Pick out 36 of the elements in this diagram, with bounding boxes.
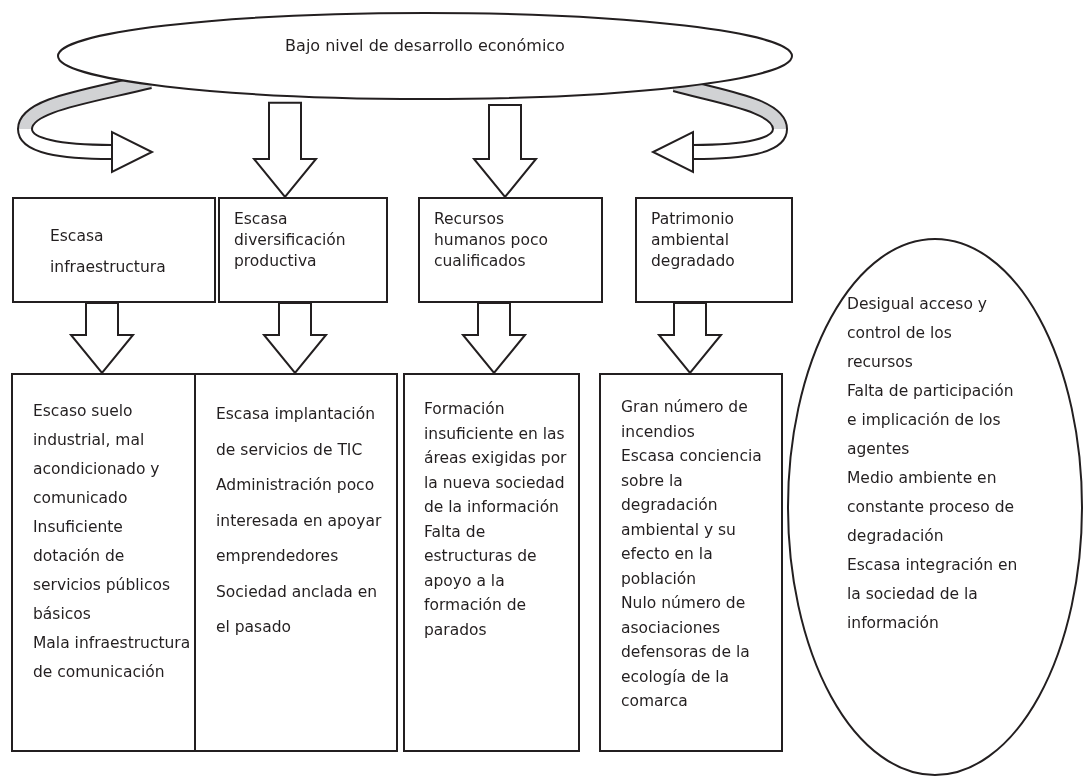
node-text: Medio ambiente en constante proceso de degradación bbox=[847, 468, 1016, 547]
node-text: Escasa diversificación productiva bbox=[234, 209, 347, 272]
cause-box bbox=[12, 197, 216, 303]
node-text: Recursos humanos poco cualificados bbox=[434, 209, 549, 272]
node-text: Nulo número de asociaciones defensoras de la ecología de la comarca bbox=[621, 593, 751, 712]
node-text: Administración poco interesada en apoyar emprendedores bbox=[216, 475, 383, 567]
node-text: Escasa implantación de servicios de TIC bbox=[216, 404, 376, 461]
effect-box bbox=[599, 373, 783, 752]
node-text: Escaso suelo industrial, mal acondicionado y comunicado bbox=[33, 401, 161, 509]
oval-node bbox=[57, 12, 793, 100]
node-text: Falta de participación e implicación de los agentes bbox=[847, 381, 1015, 460]
block-arrow bbox=[68, 302, 136, 375]
node-text: Escasa infraestructura bbox=[50, 226, 167, 278]
node-text: Formación insuficiente en las áreas exigidas por la nueva sociedad de la información bbox=[424, 399, 568, 518]
effect-box bbox=[403, 373, 580, 752]
node-text: Gran número de incendios bbox=[621, 397, 749, 443]
block-arrow bbox=[251, 101, 319, 199]
node-text: Insuficiente dotación de servicios públicos básicos bbox=[33, 517, 171, 625]
heading-text: Bajo nivel de desarrollo económico bbox=[284, 36, 566, 56]
effect-box bbox=[11, 373, 196, 752]
cause-box bbox=[418, 197, 603, 303]
cause-box bbox=[635, 197, 793, 303]
block-arrow bbox=[656, 302, 724, 375]
block-arrow bbox=[261, 302, 329, 375]
node-text: Mala infraestructura de comunicación bbox=[33, 633, 192, 683]
block-arrow bbox=[460, 302, 528, 375]
node-text: Escasa integración en la sociedad de la información bbox=[847, 555, 1019, 634]
block-arrow bbox=[471, 103, 539, 199]
node-text: Desigual acceso y control de los recursos bbox=[847, 294, 988, 373]
node-text: Escasa conciencia sobre la degradación ambiental y su efecto en la población bbox=[621, 446, 763, 590]
effect-box bbox=[194, 373, 398, 752]
oval-node bbox=[787, 238, 1083, 776]
cause-box bbox=[218, 197, 388, 303]
node-text: Sociedad anclada en el pasado bbox=[216, 581, 379, 638]
node-text: Patrimonio ambiental degradado bbox=[651, 209, 736, 272]
node-text: Falta de estructuras de apoyo a la formación de parados bbox=[424, 521, 538, 641]
